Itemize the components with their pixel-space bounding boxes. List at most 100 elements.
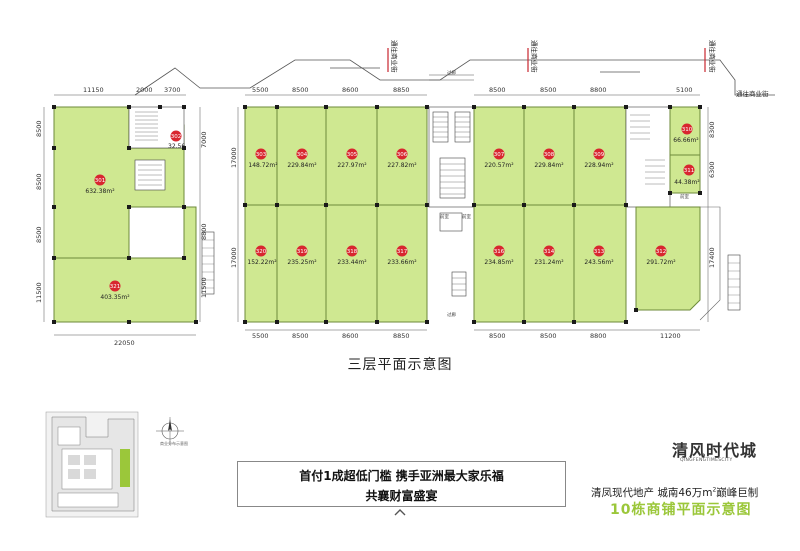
- dim-bottom-mid-1: 5500: [252, 332, 269, 340]
- right-block: 前室: [472, 105, 741, 324]
- unit-316-badge: [493, 245, 505, 257]
- street-boundary: [134, 59, 775, 96]
- unit-302[interactable]: 302 32.56: [168, 130, 185, 151]
- compass-label: 商业分布示意图: [160, 441, 188, 446]
- left-escalator: [201, 231, 215, 295]
- unit-320-number: 320: [256, 249, 267, 255]
- unit-311-number: 311: [684, 168, 695, 174]
- tagline-superscript: 2: [712, 486, 717, 494]
- dim-right-1: 8300: [708, 121, 716, 138]
- unit-301-badge: [94, 174, 106, 186]
- unit-313-badge: [593, 245, 605, 257]
- unit-317-area: 233.66m²: [387, 259, 417, 266]
- left-columns: [52, 105, 198, 324]
- unit-307-badge: [493, 148, 505, 160]
- unit-308-number: 308: [544, 152, 555, 158]
- unit-304-badge: [296, 148, 308, 160]
- unit-311-shape[interactable]: [669, 154, 701, 194]
- unit-319-badge: [296, 245, 308, 257]
- unit-308-area: 229.84m²: [534, 162, 564, 169]
- unit-319-number: 319: [297, 249, 308, 255]
- unit-303-area: 148.72m²: [248, 162, 278, 169]
- dim-left-3: 8500: [35, 226, 43, 243]
- unit-303[interactable]: 303 148.72m²: [248, 148, 278, 170]
- unit-312-number: 312: [656, 249, 667, 255]
- tagline-part-b: 巅峰巨制: [716, 487, 759, 499]
- unit-314-badge: [543, 245, 555, 257]
- unit-302-number: 302: [171, 134, 182, 140]
- unit-305[interactable]: 305 227.97m²: [337, 148, 367, 170]
- right-escalator: [727, 254, 741, 311]
- dim-mid-left-1: 7000: [200, 131, 208, 148]
- unit-307-number: 307: [494, 152, 505, 158]
- unit-313-shape[interactable]: [573, 204, 627, 323]
- unit-311[interactable]: 311 44.38m²: [674, 164, 700, 187]
- unit-317[interactable]: 317 233.66m²: [387, 245, 417, 267]
- floor-plan: 通往商业街 通往商业街 通往商业街 通往商业街: [35, 40, 775, 347]
- unit-320[interactable]: 320 152.22m²: [247, 245, 277, 267]
- unit-316[interactable]: 316 234.85m²: [484, 245, 514, 267]
- unit-301[interactable]: 301 632.38m²: [85, 174, 115, 196]
- site-plan-thumbnail: [45, 411, 139, 518]
- unit-301-number: 301: [95, 178, 106, 184]
- unit-319-shape[interactable]: [276, 204, 327, 323]
- dim-bottom-right-3: 8800: [590, 332, 607, 340]
- right-core: [625, 106, 671, 208]
- unit-317-shape[interactable]: [376, 204, 428, 323]
- unit-301-area: 632.38m²: [85, 188, 115, 195]
- unit-309[interactable]: 309 228.94m²: [584, 148, 614, 170]
- unit-318-shape[interactable]: [325, 204, 378, 323]
- unit-312[interactable]: 312 291.72m²: [646, 245, 676, 267]
- chevron-up-icon[interactable]: [394, 508, 406, 516]
- unit-319[interactable]: 319 235.25m²: [287, 245, 317, 267]
- slogan-line-2: 共襄财富盛宴: [365, 489, 438, 503]
- unit-314[interactable]: 314 231.24m²: [534, 245, 564, 267]
- unit-304-number: 304: [297, 152, 308, 158]
- unit-316-number: 316: [494, 249, 505, 255]
- brand-logo: 清风时代城: [672, 441, 758, 460]
- unit-314-shape[interactable]: [523, 204, 575, 323]
- unit-313[interactable]: 313 243.56m²: [584, 245, 614, 267]
- unit-305-number: 305: [347, 152, 358, 158]
- unit-320-shape[interactable]: [244, 204, 278, 323]
- unit-318[interactable]: 318 233.44m²: [337, 245, 367, 267]
- dim-left-1: 8500: [35, 120, 43, 137]
- unit-312-area: 291.72m²: [646, 259, 676, 266]
- dim-top-left-1: 11150: [83, 86, 104, 94]
- unit-311-area: 44.38m²: [674, 179, 700, 186]
- unit-317-number: 317: [397, 249, 408, 255]
- dim-left-2: 8500: [35, 173, 43, 190]
- unit-305-area: 227.97m²: [337, 162, 367, 169]
- dim-top-right-3: 8800: [590, 86, 607, 94]
- unit-306[interactable]: 306 227.82m²: [387, 148, 417, 170]
- unit-310[interactable]: 310 66.66m²: [673, 123, 699, 145]
- slogan-line-1: 首付1成超低门槛 携手亚洲最大家乐福: [299, 469, 504, 483]
- unit-302-badge: [170, 130, 182, 142]
- unit-304-area: 229.84m²: [287, 162, 317, 169]
- corridor-label-top: 过廊: [447, 69, 456, 76]
- unit-307[interactable]: 307 220.57m²: [484, 148, 514, 170]
- unit-321[interactable]: 321 403.35m²: [100, 280, 130, 302]
- unit-321-area: 403.35m²: [100, 294, 130, 301]
- right-columns: [472, 105, 702, 324]
- dim-top-left-2: 2000: [136, 86, 153, 94]
- left-block: [52, 105, 215, 324]
- brand-logo-subtitle: QINGFENGTIMESCITY: [680, 458, 733, 463]
- unit-308[interactable]: 308 229.84m²: [534, 148, 564, 170]
- unit-320-area: 152.22m²: [247, 259, 277, 266]
- unit-310-badge: [681, 123, 693, 135]
- unit-318-number: 318: [347, 249, 358, 255]
- street-lane-markers: [387, 48, 706, 72]
- central-core: 前室 前室 过廊 过廊: [428, 69, 475, 318]
- fire-room-label: 前室: [680, 193, 689, 200]
- compass-icon: [156, 417, 184, 445]
- site-plan-highlight: [120, 449, 130, 487]
- dim-bottom-mid-2: 8500: [292, 332, 309, 340]
- unit-321-badge: [109, 280, 121, 292]
- unit-316-shape[interactable]: [473, 204, 525, 323]
- unit-304[interactable]: 304 229.84m²: [287, 148, 317, 170]
- unit-306-area: 227.82m²: [387, 162, 417, 169]
- unit-314-area: 231.24m²: [534, 259, 564, 266]
- unit-317-badge: [396, 245, 408, 257]
- unit-312-shape[interactable]: [635, 206, 701, 311]
